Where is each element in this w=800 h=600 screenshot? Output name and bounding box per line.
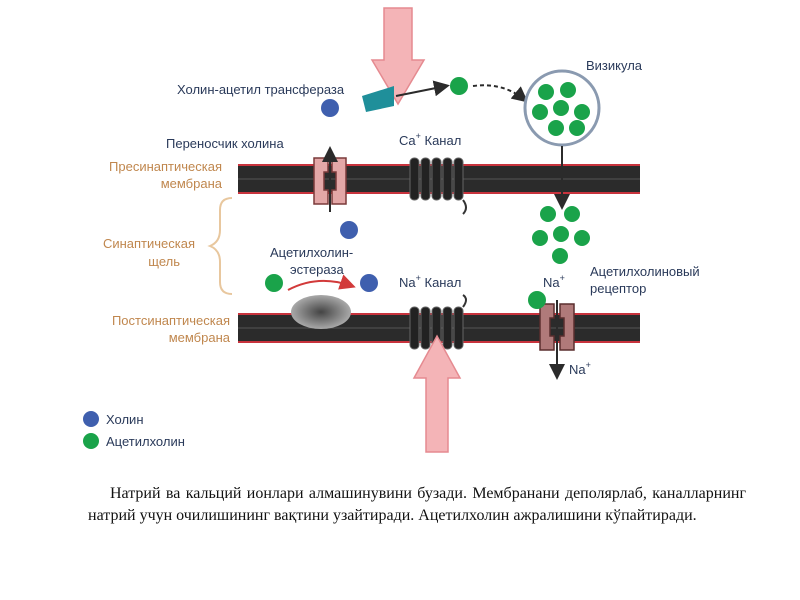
presynaptic-membrane-label-1: Пресинаптическая (109, 159, 222, 174)
na-out-label: Na+ (569, 360, 591, 377)
legend-acetylcholine-swatch (83, 433, 99, 449)
receptor-label-1: Ацетилхолиновый (590, 264, 700, 279)
receptor-label-2: рецептор (590, 281, 646, 296)
choline-transporter-label: Переносчик холина (166, 136, 284, 151)
ca-channel (409, 157, 467, 215)
synthesis-arrow (395, 80, 450, 97)
postsynaptic-membrane-label-2: мембрана (169, 330, 231, 345)
cleft-brace (207, 197, 233, 295)
synaptic-cleft-label-1: Синаптическая (103, 236, 195, 251)
legend-choline-label: Холин (106, 412, 144, 427)
na-channel-label: Na+ Канал (399, 273, 461, 290)
choline-molecule (360, 274, 378, 292)
acetylcholinesterase-enzyme (291, 295, 351, 329)
receptor-na-label: Na+ (543, 273, 565, 290)
choline-transporter (313, 146, 347, 212)
synapse-diagram: Холин-ацетил трансфераза Визикула Перено… (83, 7, 700, 453)
caption: Натрий ва кальций ионлари алмашинувини б… (88, 483, 746, 527)
esterase-label-1: Ацетилхолин- (270, 245, 353, 260)
esterase-arrow (287, 274, 356, 291)
acetylcholine-receptor (539, 300, 575, 380)
legend: Холин Ацетилхолин (83, 411, 185, 449)
incoming-signal-arrow-top (370, 7, 426, 106)
acetylcholine-molecule (450, 77, 468, 95)
acetylcholine-molecule (528, 291, 546, 309)
esterase-label-2: эстераза (290, 262, 344, 277)
incoming-signal-arrow-bottom (412, 334, 462, 453)
synaptic-cleft-label-2: щель (148, 254, 180, 269)
acetylcholine-molecule (265, 274, 283, 292)
transport-to-vesicle-arrow (472, 84, 529, 103)
choline-acetyltransferase-enzyme (362, 86, 394, 112)
legend-acetylcholine-label: Ацетилхолин (106, 434, 185, 449)
released-acetylcholine (532, 206, 590, 264)
transferase-label: Холин-ацетил трансфераза (177, 82, 345, 97)
choline-molecule (321, 99, 339, 117)
ca-channel-label: Ca+ Канал (399, 131, 461, 148)
na-channel (409, 294, 467, 350)
postsynaptic-membrane-label-1: Постсинаптическая (112, 313, 230, 328)
caption-text: Натрий ва кальций ионлари алмашинувини б… (88, 485, 746, 524)
choline-molecule (340, 221, 358, 239)
vesicle-label: Визикула (586, 58, 643, 73)
legend-choline-swatch (83, 411, 99, 427)
vesicle (523, 69, 601, 147)
presynaptic-membrane-label-2: мембрана (161, 176, 223, 191)
